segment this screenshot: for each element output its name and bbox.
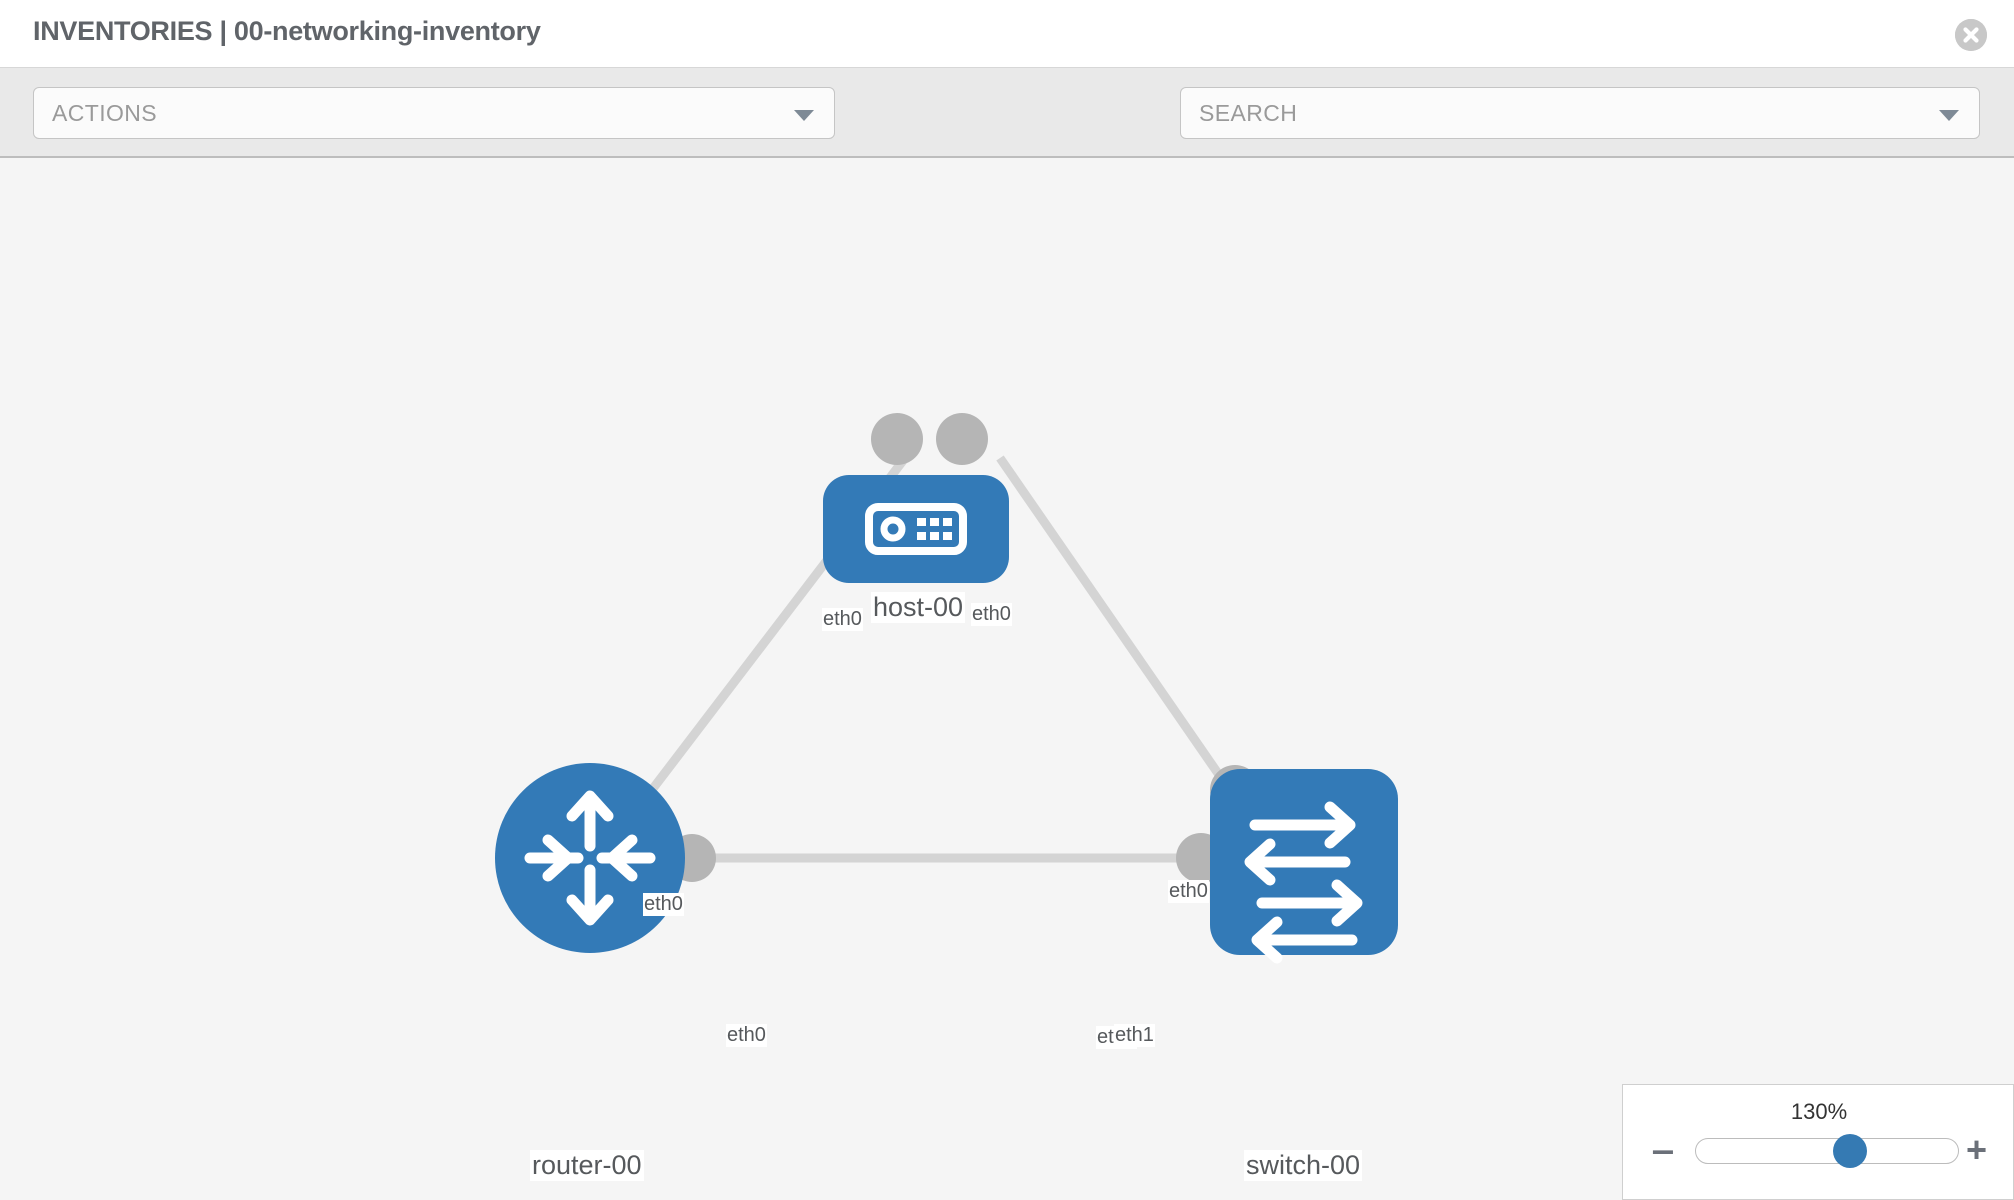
topology-canvas[interactable]: host-00 router-00 switch-00 eth0 eth0 et… [0,158,2014,1200]
topology-graph [495,413,1398,964]
port-label-switch-uplink: eth0 [1168,880,1209,903]
port-label-host-left: eth0 [822,608,863,631]
actions-dropdown[interactable]: ACTIONS [33,87,835,139]
chevron-down-icon [1939,110,1959,121]
edge-host-switch [996,455,1239,801]
router-arrows-icon [524,790,656,926]
search-placeholder: SEARCH [1199,100,1298,126]
port-label-switch-eth1: eth1 [1114,1024,1155,1047]
toolbar: ACTIONS SEARCH [0,68,2014,198]
port-label-router-uplink: eth0 [643,893,684,916]
zoom-level-value: 130% [1790,1099,1848,1124]
node-label-switch: switch-00 [1244,1150,1363,1181]
page-title: INVENTORIES | 00-networking-inventory [33,16,541,46]
switch-arrows-icon [1244,801,1363,964]
zoom-control-panel: 130% ‒ + [1622,1084,2014,1200]
zoom-slider-track[interactable] [1695,1134,1959,1168]
close-icon[interactable] [1955,19,1987,51]
page-header: INVENTORIES | 00-networking-inventory [0,0,2014,68]
port-host-left [871,413,923,465]
node-label-router: router-00 [530,1150,644,1181]
chevron-down-icon [794,110,814,121]
node-label-host: host-00 [871,592,966,623]
server-icon [865,503,967,555]
zoom-in-button[interactable]: + [1965,1129,1987,1170]
port-label-router-eth0: eth0 [726,1024,767,1047]
node-router-00 [495,763,685,953]
zoom-slider-thumb[interactable] [1833,1134,1867,1168]
port-host-right [936,413,988,465]
zoom-out-button[interactable]: ‒ [1653,1129,1674,1170]
actions-dropdown-label: ACTIONS [52,100,158,126]
node-switch-00 [1210,769,1398,964]
port-label-host-right: eth0 [971,603,1012,626]
node-host-00 [823,475,1009,583]
search-input[interactable]: SEARCH [1180,87,1980,139]
